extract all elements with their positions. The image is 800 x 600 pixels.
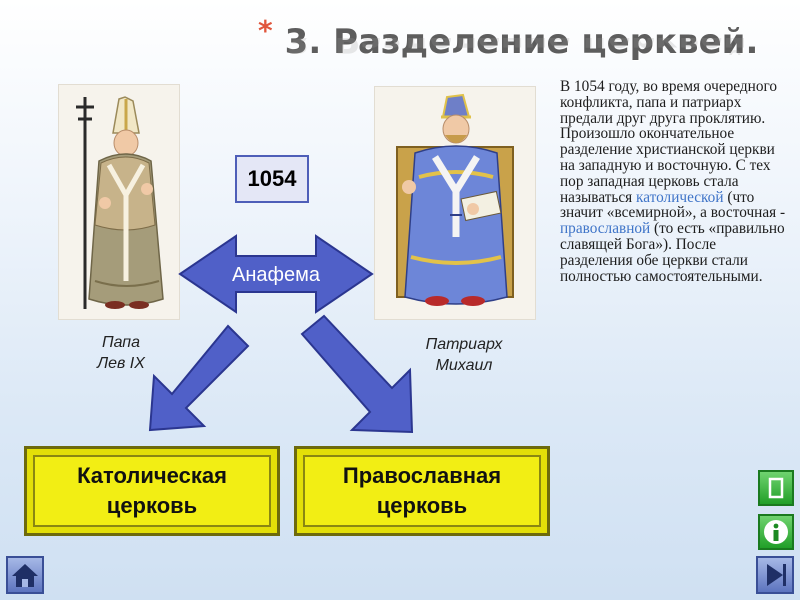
orthodox-line-1: Православная bbox=[342, 463, 502, 488]
anathema-label: Анафема bbox=[232, 263, 320, 286]
pope-caption: Папа Лев IX bbox=[76, 332, 166, 374]
info-text-part-3: (то есть «правильно славящей Бога»). Пос… bbox=[560, 220, 785, 285]
slide-title: * 3. Разделение церквей. bbox=[258, 14, 758, 70]
catholic-line-2: церковь bbox=[106, 493, 198, 518]
year-box: 1054 bbox=[235, 155, 309, 203]
pope-illustration bbox=[76, 96, 164, 309]
pope-caption-line-1: Папа bbox=[101, 334, 140, 351]
home-icon bbox=[12, 564, 38, 587]
question-button[interactable] bbox=[758, 470, 794, 506]
patriarch-caption: Патриарх Михаил bbox=[414, 334, 514, 376]
patriarch-illustration bbox=[396, 93, 514, 306]
info-icon bbox=[764, 520, 788, 544]
patriarch-caption-line-1: Патриарх bbox=[425, 336, 503, 353]
patriarch-portrait bbox=[374, 86, 536, 320]
catholic-link-word: католической bbox=[636, 188, 724, 206]
info-text-part-2: (что значит «всемирной», а восточная - bbox=[560, 188, 786, 222]
catholic-line-1: Католическая bbox=[77, 463, 227, 488]
next-slide-button[interactable] bbox=[756, 556, 794, 594]
info-text: В 1054 году, во время очередного конфлик… bbox=[560, 79, 792, 284]
arrow-to-orthodox bbox=[300, 314, 414, 434]
arrow-to-catholic bbox=[148, 324, 250, 432]
pope-portrait bbox=[58, 84, 180, 320]
orthodox-link-word: православной bbox=[560, 220, 651, 238]
home-button[interactable] bbox=[6, 556, 44, 594]
catholic-church-box: Католическая церковь bbox=[24, 446, 280, 536]
anathema-double-arrow bbox=[178, 234, 374, 314]
pope-caption-line-2: Лев IX bbox=[97, 355, 145, 372]
orthodox-church-box: Православная церковь bbox=[294, 446, 550, 536]
question-icon bbox=[768, 477, 784, 499]
title-text: 3. Разделение церквей. bbox=[284, 22, 759, 62]
next-icon bbox=[767, 564, 786, 586]
info-button[interactable] bbox=[758, 514, 794, 550]
orthodox-line-2: церковь bbox=[376, 493, 468, 518]
info-text-part-1: В 1054 году, во время очередного конфлик… bbox=[560, 78, 778, 206]
title-star: * bbox=[258, 13, 273, 47]
patriarch-caption-line-2: Михаил bbox=[435, 357, 493, 374]
